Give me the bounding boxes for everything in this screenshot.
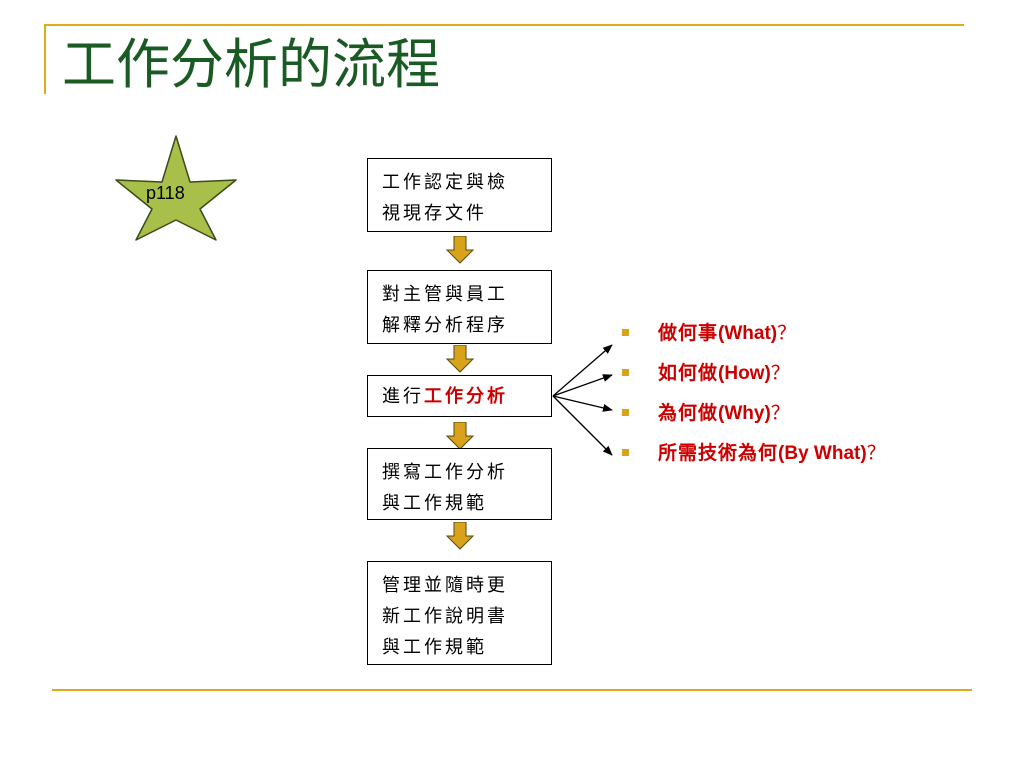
flow-step-3-line: 進行工作分析 xyxy=(382,381,545,412)
question-en: (How) xyxy=(718,363,771,384)
down-arrow-icon xyxy=(446,522,474,550)
question-cjk: 所需技術為何 xyxy=(658,442,779,464)
question-list: 做何事(What)？ 如何做(How)？ 為何做(Why)？ 所需技術為何(By… xyxy=(622,318,892,478)
flow-step-5-line-3: 與工作規範 xyxy=(382,637,487,658)
square-bullet-icon xyxy=(622,409,629,416)
flow-step-5-line-1: 管理並隨時更 xyxy=(382,575,508,596)
square-bullet-icon xyxy=(622,449,629,456)
flow-step-2-line-1: 對主管與員工 xyxy=(382,284,508,305)
fan-arrow-why xyxy=(552,395,613,412)
fan-arrow-how xyxy=(552,374,613,397)
flow-step-1-line-2: 視現存文件 xyxy=(382,203,487,224)
question-cjk: 為何做 xyxy=(658,402,719,424)
question-cjk: 做何事 xyxy=(658,322,719,344)
page-badge-label: p118 xyxy=(146,183,185,203)
flow-step-5-line-2: 新工作說明書 xyxy=(382,606,508,627)
flow-step-4-line-2: 與工作規範 xyxy=(382,493,487,514)
square-bullet-icon xyxy=(622,329,629,336)
slide-title: 工作分析的流程 xyxy=(62,33,440,96)
fan-arrow-what xyxy=(552,344,613,397)
flow-step-3-prefix: 進行 xyxy=(382,386,424,407)
flow-step-5: 管理並隨時更 新工作說明書 與工作規範 xyxy=(367,561,552,665)
flow-step-4: 撰寫工作分析 與工作規範 xyxy=(367,448,552,520)
flow-step-3-highlight: 工作分析 xyxy=(424,386,508,407)
down-arrow-icon xyxy=(446,422,474,450)
flow-step-1-line-1: 工作認定與檢 xyxy=(382,172,508,193)
left-rule xyxy=(44,24,46,94)
bottom-rule xyxy=(52,689,972,691)
question-item-how: 如何做(How)？ xyxy=(622,358,892,389)
question-item-what: 做何事(What)？ xyxy=(622,318,892,349)
question-item-by-what: 所需技術為何(By What)？ xyxy=(622,438,892,469)
question-cjk: 如何做 xyxy=(658,362,719,384)
question-en: (What) xyxy=(718,323,778,344)
question-en: (Why) xyxy=(718,403,771,424)
top-rule xyxy=(44,24,964,26)
square-bullet-icon xyxy=(622,369,629,376)
flow-step-3: 進行工作分析 xyxy=(367,375,552,417)
fan-arrow-by-what xyxy=(552,395,613,456)
flow-step-2-line-2: 解釋分析程序 xyxy=(382,315,508,336)
question-mark: ？ xyxy=(770,362,790,384)
flow-step-4-line-1: 撰寫工作分析 xyxy=(382,462,508,483)
question-mark: ？ xyxy=(777,322,797,344)
flow-step-1: 工作認定與檢 視現存文件 xyxy=(367,158,552,232)
question-mark: ？ xyxy=(866,442,886,464)
down-arrow-icon xyxy=(446,236,474,264)
flow-step-2: 對主管與員工 解釋分析程序 xyxy=(367,270,552,344)
question-item-why: 為何做(Why)？ xyxy=(622,398,892,429)
question-en: (By What) xyxy=(778,443,867,464)
down-arrow-icon xyxy=(446,345,474,373)
question-mark: ？ xyxy=(770,402,790,424)
star-icon xyxy=(115,135,237,241)
